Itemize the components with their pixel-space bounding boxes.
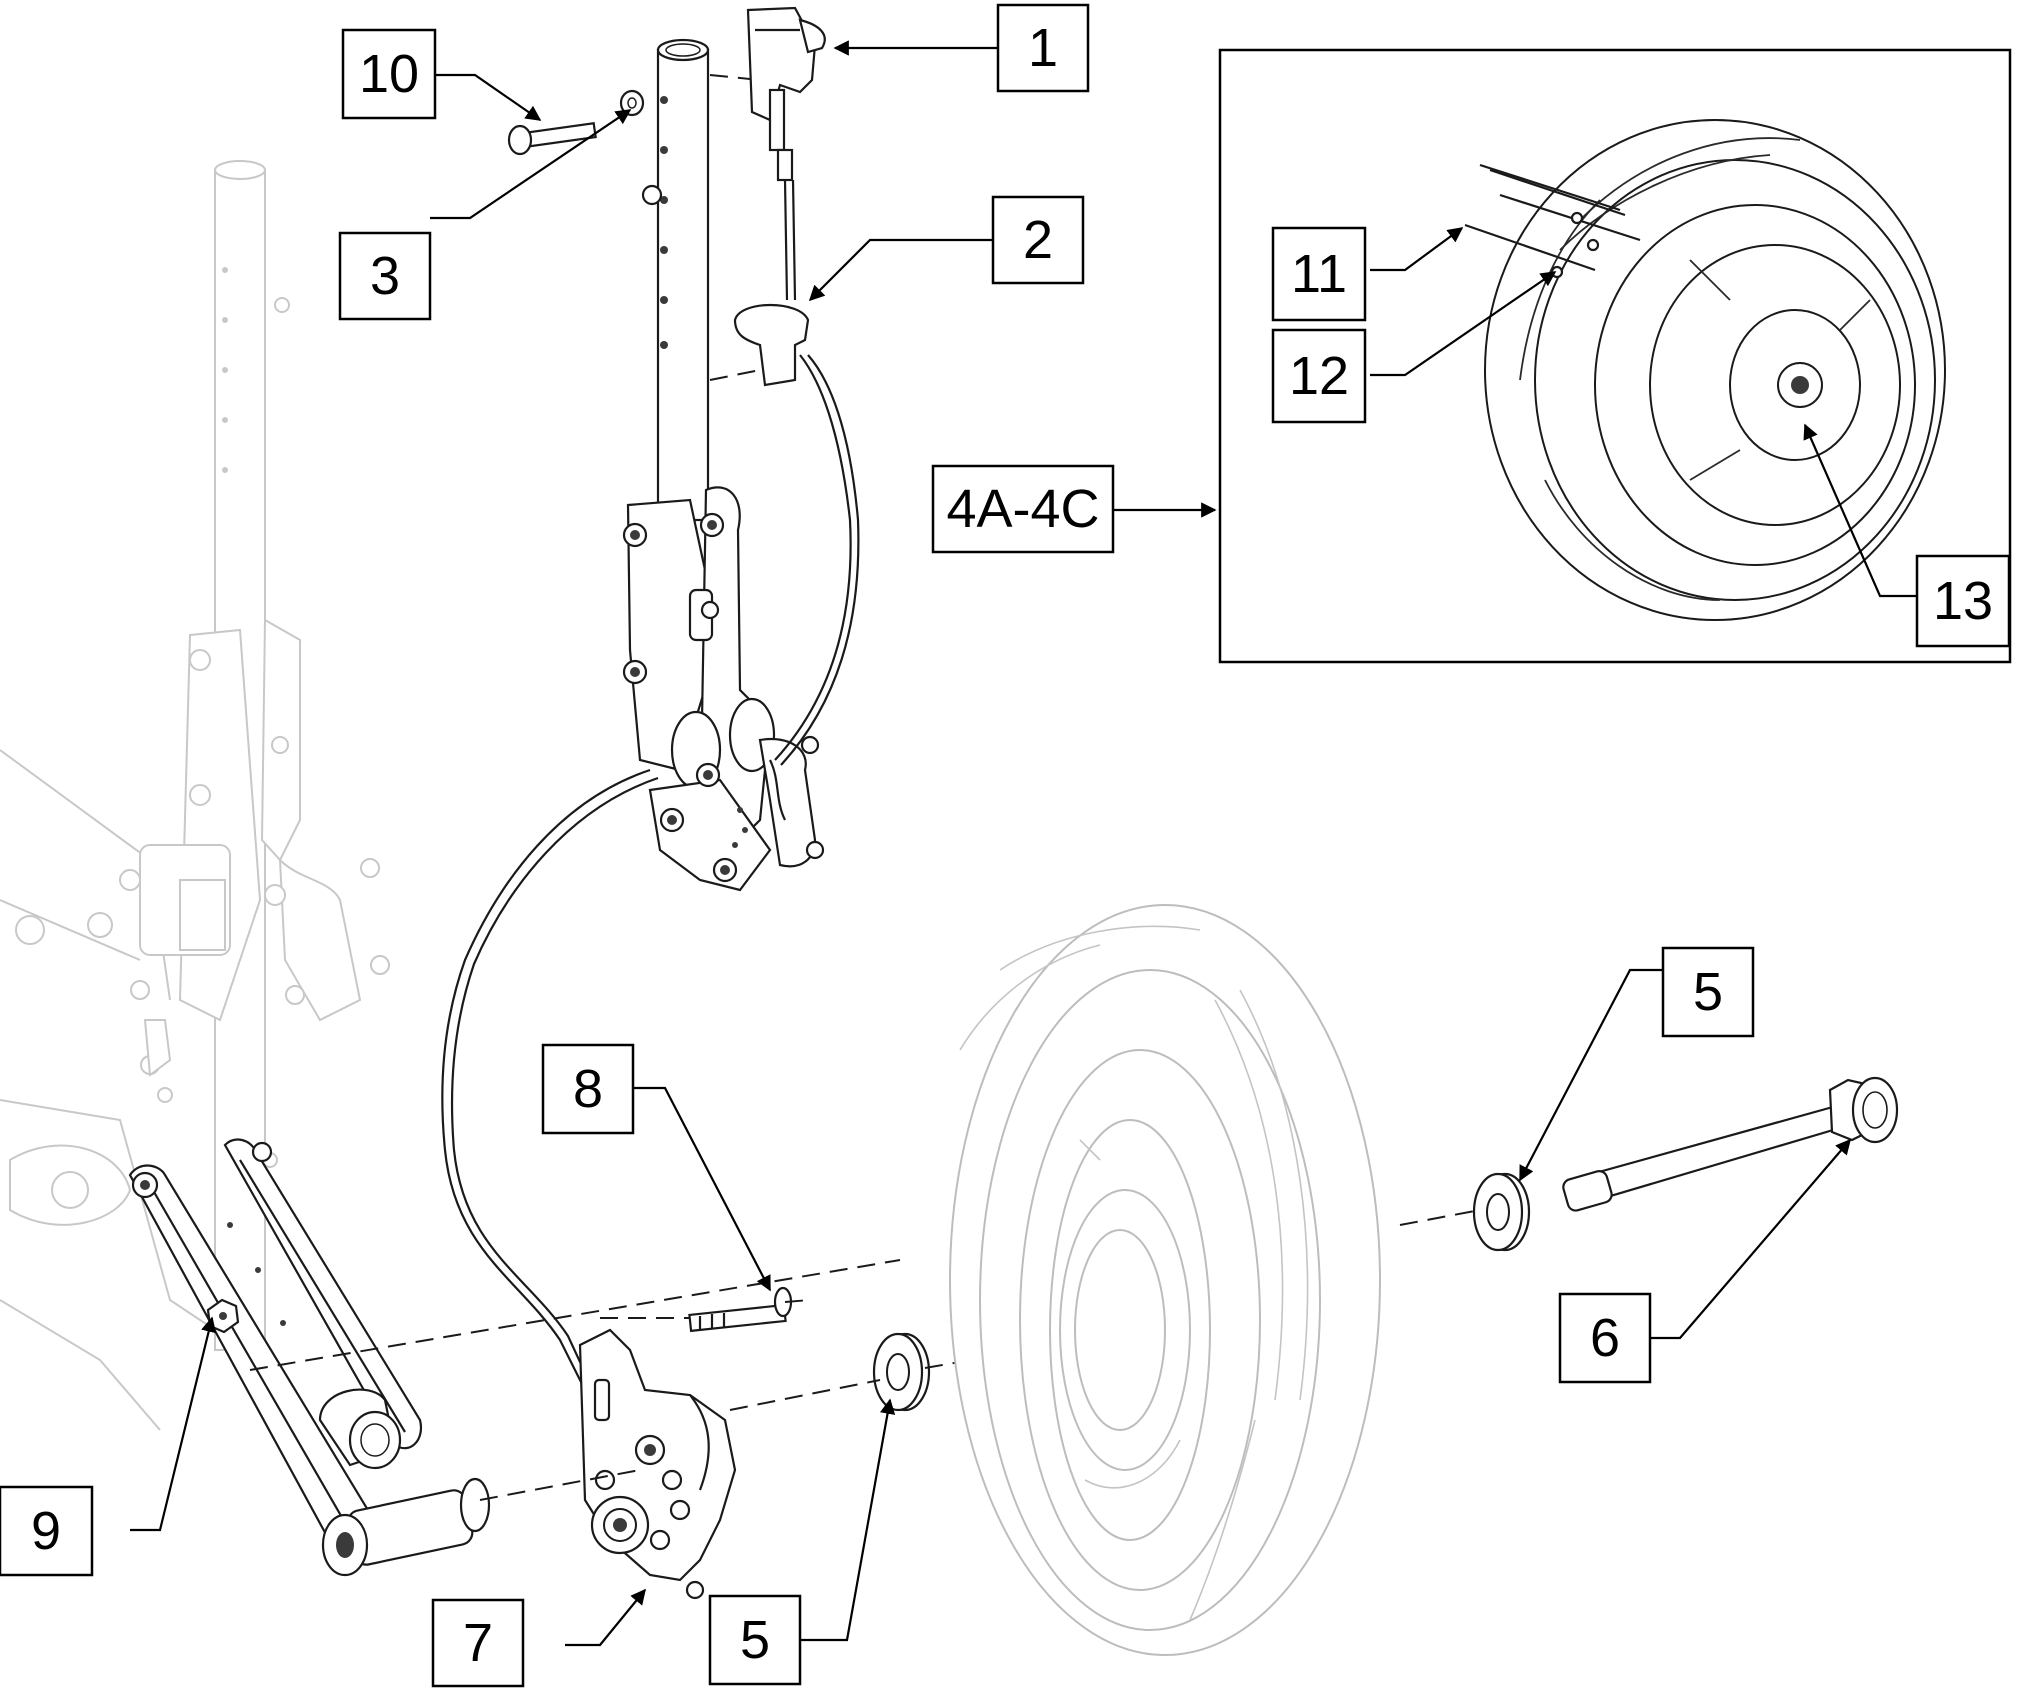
callout-1: 1 xyxy=(996,3,1090,93)
callout-10: 10 xyxy=(341,28,437,120)
bearing-right xyxy=(1472,1172,1531,1252)
wheel-inset xyxy=(1218,48,2012,664)
callout-6: 6 xyxy=(1558,1292,1652,1384)
callout-8-label: 8 xyxy=(573,1059,603,1119)
leader-lines xyxy=(130,40,1917,1647)
brake-lever-and-cable xyxy=(441,6,860,1421)
swing-arm xyxy=(128,1138,491,1577)
callout-11: 11 xyxy=(1271,226,1367,322)
callout-4a-4c: 4A-4C xyxy=(931,464,1115,554)
callout-3: 3 xyxy=(338,231,432,321)
callout-13: 13 xyxy=(1915,554,2011,648)
callout-9-label: 9 xyxy=(31,1501,61,1561)
callout-7: 7 xyxy=(431,1598,525,1688)
callout-5-bottom-label: 5 xyxy=(740,1610,770,1670)
callout-13-label: 13 xyxy=(1933,571,1993,631)
callout-12: 12 xyxy=(1271,328,1367,424)
pivot-bolt xyxy=(688,1286,793,1333)
callout-6-label: 6 xyxy=(1590,1308,1620,1368)
screw-and-washer xyxy=(507,89,645,156)
callout-11-label: 11 xyxy=(1291,244,1347,304)
callout-9: 9 xyxy=(0,1485,94,1577)
callout-1-label: 1 xyxy=(1028,18,1058,78)
callout-5-right-label: 5 xyxy=(1693,962,1723,1022)
callout-10-label: 10 xyxy=(359,44,419,104)
caster-post-assembly xyxy=(622,38,825,892)
callout-5-bottom: 5 xyxy=(708,1594,802,1686)
callout-8: 8 xyxy=(541,1043,635,1135)
callout-5-right: 5 xyxy=(1661,946,1755,1038)
callout-3-label: 3 xyxy=(370,246,400,306)
bearing-left xyxy=(872,1332,931,1412)
brake-hub-bracket xyxy=(578,1328,737,1600)
callout-2-label: 2 xyxy=(1023,210,1053,270)
callout-4a-4c-label: 4A-4C xyxy=(946,479,1099,539)
callout-7-label: 7 xyxy=(463,1613,493,1673)
ghost-wheel xyxy=(949,904,1381,1656)
callout-12-label: 12 xyxy=(1289,346,1349,406)
wheel-axle xyxy=(1562,1076,1899,1212)
callout-2: 2 xyxy=(991,195,1085,285)
